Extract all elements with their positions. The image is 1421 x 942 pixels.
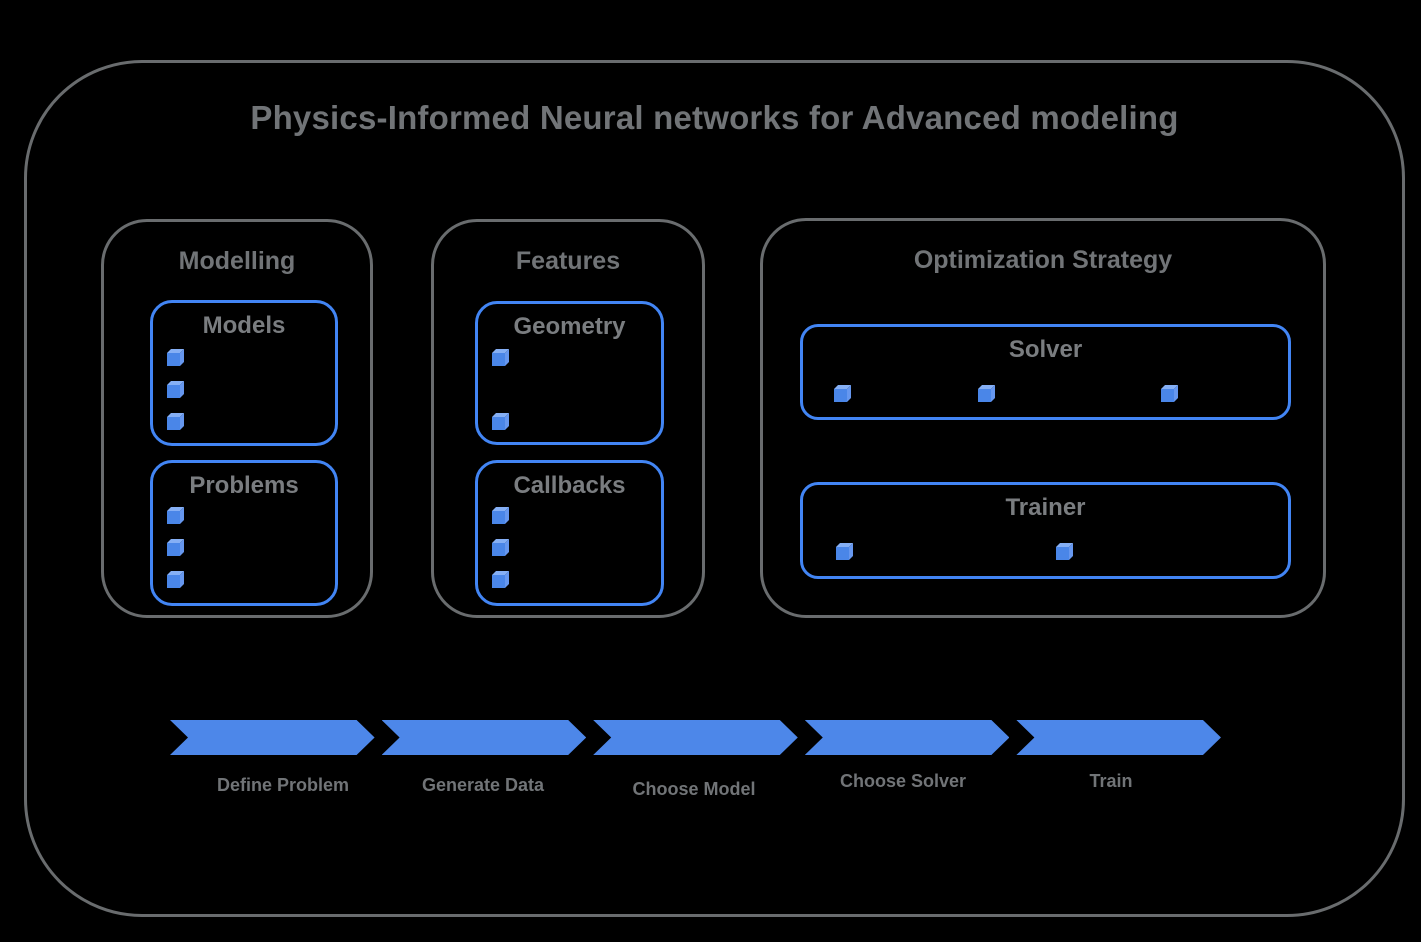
- pipeline-step-arrow: [1016, 720, 1221, 755]
- card-trainer: Trainer: [800, 482, 1291, 579]
- pipeline-step-arrow: [805, 720, 1010, 755]
- bullet-cube-icon: [492, 539, 509, 556]
- bullet-cube-icon: [492, 349, 509, 366]
- bullet-list: [492, 507, 509, 588]
- card-callbacks: Callbacks: [475, 460, 664, 606]
- pipeline-step-label: Choose Model: [632, 779, 756, 799]
- bullet-cube-icon: [167, 381, 184, 398]
- card-geometry: Geometry: [475, 301, 664, 445]
- bullet-cube-icon: [167, 571, 184, 588]
- section-modelling: Modelling Models Problems: [101, 219, 373, 618]
- card-models-title: Models: [202, 312, 286, 339]
- card-models: Models: [150, 300, 338, 446]
- bullet-list: [167, 349, 184, 430]
- pipeline-step-label: Train: [1089, 771, 1133, 791]
- pipeline-step-label: Define Problem: [216, 775, 350, 795]
- card-geometry-title: Geometry: [513, 313, 626, 340]
- bullet-list: [167, 507, 184, 588]
- diagram-title: Physics-Informed Neural networks for Adv…: [250, 99, 1179, 136]
- card-solver: Solver: [800, 324, 1291, 420]
- bullet-cube-icon: [834, 385, 851, 402]
- bullet-cube-icon: [1056, 543, 1073, 560]
- section-optimization-title: Optimization Strategy: [913, 246, 1173, 274]
- pipeline-arrow: [170, 720, 1221, 755]
- bullet-cube-icon: [167, 413, 184, 430]
- bullet-cube-icon: [492, 571, 509, 588]
- section-modelling-title: Modelling: [178, 247, 296, 275]
- bullet-list: [492, 349, 509, 430]
- bullet-cube-icon: [1161, 385, 1178, 402]
- bullet-cube-icon: [167, 507, 184, 524]
- section-features-title: Features: [515, 247, 621, 275]
- pipeline-step-label: Choose Solver: [839, 771, 967, 791]
- bullet-cube-icon: [492, 413, 509, 430]
- bullet-list: [803, 485, 1288, 576]
- section-features: Features Geometry Callbacks: [431, 219, 705, 618]
- card-problems-title: Problems: [189, 472, 299, 499]
- card-trainer-title: Trainer: [1005, 494, 1086, 521]
- section-optimization-strategy: Optimization Strategy Solver Trainer: [760, 218, 1326, 618]
- diagram-outer-frame: [24, 60, 1405, 917]
- pipeline-step-label: Generate Data: [421, 775, 545, 795]
- bullet-cube-icon: [492, 507, 509, 524]
- card-problems: Problems: [150, 460, 338, 606]
- card-callbacks-title: Callbacks: [513, 472, 626, 499]
- pipeline-step-arrow: [382, 720, 587, 755]
- pipeline-step-arrow: [170, 720, 375, 755]
- pipeline-step-arrow: [593, 720, 798, 755]
- bullet-cube-icon: [167, 349, 184, 366]
- bullet-list: [803, 327, 1288, 417]
- bullet-cube-icon: [167, 539, 184, 556]
- bullet-cube-icon: [978, 385, 995, 402]
- bullet-cube-icon: [836, 543, 853, 560]
- card-solver-title: Solver: [1008, 336, 1083, 363]
